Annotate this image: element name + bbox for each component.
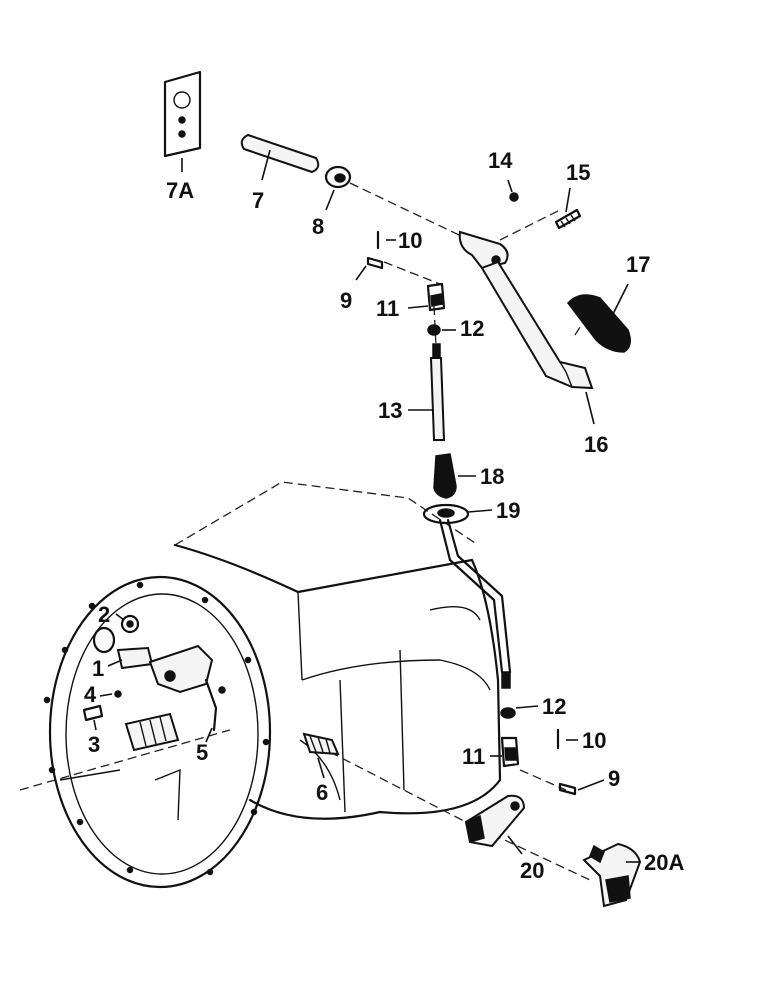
cross-shaft-centerline (329, 751, 591, 881)
callout-12-lower: 12 (542, 694, 566, 719)
pin-9a-centerline (383, 261, 441, 285)
part-5-release-fork (148, 644, 226, 732)
part-9-clevis-pin-upper (366, 256, 384, 270)
part-3-bolt (82, 704, 104, 722)
callout-10-lower: 10 (582, 728, 606, 753)
callout-12-upper: 12 (460, 316, 484, 341)
part-9-clevis-pin-lower (558, 782, 577, 796)
callout-18: 18 (480, 464, 504, 489)
part-7a-plate (163, 70, 202, 158)
spring-centerline (499, 209, 561, 241)
callout-2: 2 (98, 602, 110, 627)
callout-20a: 20A (644, 850, 684, 875)
callout-17: 17 (626, 252, 650, 277)
input-splined-shaft (124, 712, 180, 752)
part-13-rod (429, 343, 446, 441)
callout-11-upper: 11 (376, 296, 399, 321)
callout-7: 7 (252, 188, 264, 213)
callout-13: 13 (378, 398, 402, 423)
callout-15: 15 (566, 160, 590, 185)
part-16-pedal-lever (458, 230, 594, 390)
callout-11-lower: 11 (462, 744, 485, 769)
callout-7a: 7A (166, 178, 194, 203)
callout-3: 3 (88, 732, 100, 757)
lower-rod (438, 518, 512, 689)
part-12-nut-upper (427, 324, 441, 336)
part-4-screw (114, 690, 122, 698)
part-7-shaft (240, 133, 320, 174)
leader-lines (93, 149, 640, 863)
callout-14: 14 (488, 148, 513, 173)
callout-16: 16 (584, 432, 608, 457)
callout-19: 19 (496, 498, 520, 523)
part-17-pedal-pad (567, 294, 631, 353)
callout-10-upper: 10 (398, 228, 422, 253)
callout-8: 8 (312, 214, 324, 239)
part-12-nut-lower (500, 707, 516, 719)
callout-labels: 7A 7 8 10 9 11 12 13 14 15 17 16 18 19 1… (84, 148, 684, 883)
clutch-shaft-centerline (349, 182, 481, 246)
part-20-release-lever (464, 794, 526, 848)
part-2-bolt (120, 614, 140, 634)
part-18-boot (433, 453, 457, 499)
callout-6: 6 (316, 780, 328, 805)
callout-5: 5 (196, 740, 208, 765)
pin-9b-centerline (519, 769, 567, 791)
part-15-spring (554, 208, 582, 230)
part-11-clevis-upper (426, 282, 446, 312)
part-19-retainer (422, 503, 470, 525)
bell-housing-flange (43, 575, 272, 889)
input-shaft-centerline (19, 729, 231, 791)
part-6-splined-shaft (302, 732, 340, 756)
part-8-bushing (324, 165, 352, 189)
part-11-clevis-lower (500, 736, 520, 768)
callout-9-lower: 9 (608, 766, 620, 791)
callout-20: 20 (520, 858, 544, 883)
callout-9-upper: 9 (340, 288, 352, 313)
part-14-screw (509, 192, 519, 202)
callout-4: 4 (84, 682, 97, 707)
transmission-housing (173, 481, 502, 820)
part-20a-release-lever-alt (582, 842, 642, 908)
callout-1: 1 (92, 656, 104, 681)
